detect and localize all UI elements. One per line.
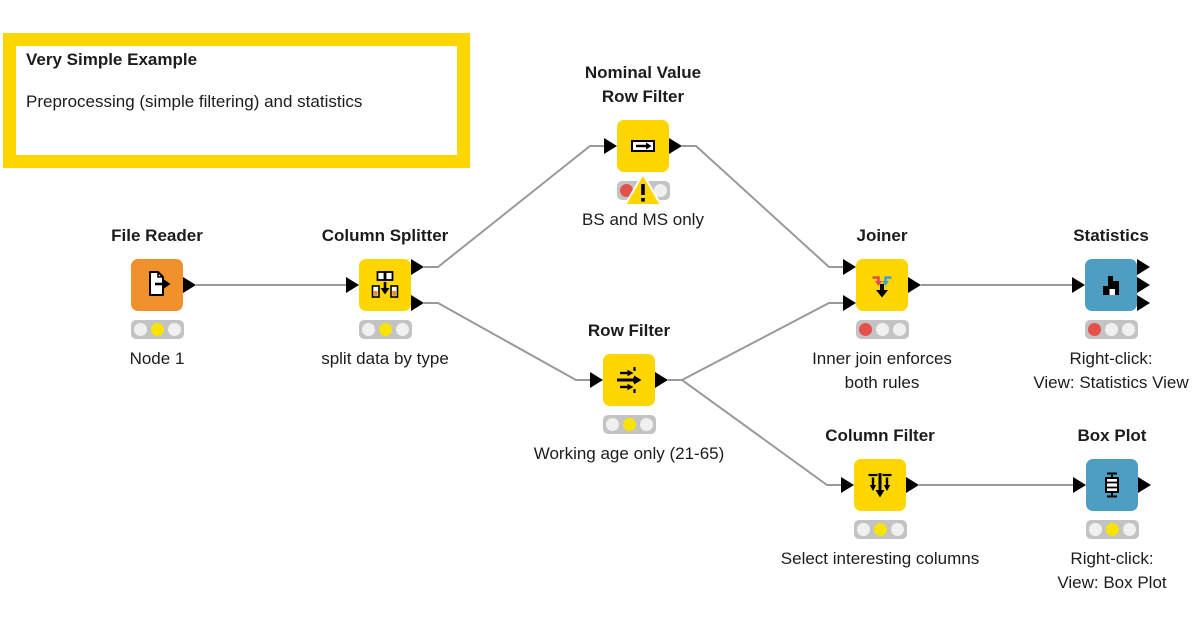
row-filter-icon[interactable] xyxy=(603,354,655,406)
light-dot xyxy=(1104,323,1118,336)
traffic-light xyxy=(855,320,909,339)
node-title: Nominal Value Row Filter xyxy=(584,63,702,106)
node-box-plot[interactable]: Box Plot Right-click: View: Box Plot xyxy=(992,399,1200,595)
node-label: Select interesting columns xyxy=(780,549,980,568)
output-port[interactable] xyxy=(1137,259,1150,275)
input-port[interactable] xyxy=(590,372,603,388)
input-port[interactable] xyxy=(604,138,617,154)
node-row-filter[interactable]: Row Filter Working age only (21-65) xyxy=(509,294,749,466)
node-title: Joiner xyxy=(856,226,908,245)
light-dot xyxy=(873,523,887,536)
annotation-body: Preprocessing (simple filtering) and sta… xyxy=(26,92,363,111)
filter-arrows-right-icon xyxy=(617,367,642,393)
node-label: Right-click: View: Box Plot xyxy=(1057,549,1167,592)
node-file-reader[interactable]: File Reader Node 1 xyxy=(37,199,277,371)
light-dot xyxy=(619,184,633,197)
connection-column-splitter-nominal-value-row-filter[interactable] xyxy=(424,145,604,268)
node-label: Working age only (21-65) xyxy=(533,444,725,463)
boxplot-glyph-icon xyxy=(1105,472,1119,498)
light-dot xyxy=(605,418,619,431)
joiner-icon[interactable] xyxy=(856,259,908,311)
node-label: split data by type xyxy=(321,349,449,368)
traffic-light xyxy=(1085,520,1139,539)
light-dot xyxy=(378,323,392,336)
file-reader-icon[interactable] xyxy=(131,259,183,311)
node-column-filter[interactable]: Column Filter Select interesting columns xyxy=(760,399,1000,571)
light-dot xyxy=(167,323,181,336)
connection-column-splitter-row-filter[interactable] xyxy=(424,302,590,381)
output-port[interactable] xyxy=(1137,277,1150,293)
output-port[interactable] xyxy=(411,259,424,275)
light-dot xyxy=(858,323,872,336)
output-port[interactable] xyxy=(655,372,668,388)
light-dot xyxy=(1088,523,1102,536)
light-dot xyxy=(361,323,375,336)
light-dot xyxy=(395,323,409,336)
traffic-light xyxy=(130,320,184,339)
box-plot-icon[interactable] xyxy=(1086,459,1138,511)
light-dot xyxy=(890,523,904,536)
column-splitter-icon[interactable] xyxy=(359,259,411,311)
output-port[interactable] xyxy=(1138,477,1151,493)
output-port[interactable] xyxy=(669,138,682,154)
node-label: BS and MS only xyxy=(582,210,704,229)
split-columns-icon xyxy=(371,271,399,298)
input-port[interactable] xyxy=(346,277,359,293)
node-title: Column Splitter xyxy=(321,226,449,245)
light-dot xyxy=(1121,323,1135,336)
light-dot xyxy=(875,323,889,336)
input-port[interactable] xyxy=(1073,477,1086,493)
traffic-light xyxy=(853,520,907,539)
node-label: Inner join enforces both rules xyxy=(812,349,952,392)
annotation-title: Very Simple Example xyxy=(26,50,198,69)
output-port[interactable] xyxy=(1137,295,1150,311)
node-title: Column Filter xyxy=(825,426,935,445)
connection-row-filter-column-filter[interactable] xyxy=(668,379,841,486)
filter-arrows-down-icon xyxy=(868,473,892,498)
node-title: Row Filter xyxy=(587,321,671,340)
input-port[interactable] xyxy=(843,259,856,275)
input-port[interactable] xyxy=(1072,277,1085,293)
histogram-icon xyxy=(1103,276,1119,295)
row-filter-nominal-icon[interactable] xyxy=(617,120,669,172)
light-dot xyxy=(653,184,667,197)
traffic-light xyxy=(358,320,412,339)
input-port[interactable] xyxy=(841,477,854,493)
output-port[interactable] xyxy=(183,277,196,293)
document-arrow-icon xyxy=(149,271,171,296)
output-port[interactable] xyxy=(908,277,921,293)
light-dot xyxy=(639,418,653,431)
node-label: Right-click: View: Statistics View xyxy=(1033,349,1189,392)
node-nominal-value-row-filter[interactable]: Nominal Value Row Filter BS and MS only xyxy=(523,60,763,232)
traffic-light xyxy=(602,415,656,434)
traffic-light xyxy=(616,172,670,206)
input-port[interactable] xyxy=(843,295,856,311)
traffic-light xyxy=(1084,320,1138,339)
light-dot xyxy=(1122,523,1136,536)
output-port[interactable] xyxy=(906,477,919,493)
node-column-splitter[interactable]: Column Splitter split data by type xyxy=(265,199,505,371)
column-filter-icon[interactable] xyxy=(854,459,906,511)
workflow-annotation[interactable]: Very Simple Example Preprocessing (simpl… xyxy=(3,33,470,168)
light-dot xyxy=(856,523,870,536)
node-statistics[interactable]: Statistics Right-click: View: Statistics… xyxy=(991,199,1200,395)
light-dot xyxy=(1105,523,1119,536)
light-dot xyxy=(622,418,636,431)
row-arrow-icon xyxy=(631,140,655,152)
light-dot xyxy=(150,323,164,336)
node-label: Node 1 xyxy=(129,349,185,368)
warning-icon xyxy=(623,172,663,206)
merge-arrows-icon xyxy=(872,276,892,298)
node-title: Statistics xyxy=(1073,226,1149,245)
node-title: Box Plot xyxy=(1077,426,1147,445)
light-dot xyxy=(133,323,147,336)
output-port[interactable] xyxy=(411,295,424,311)
node-joiner[interactable]: Joiner Inner join enforces both rules xyxy=(762,199,1002,395)
connection-nominal-value-row-filter-joiner[interactable] xyxy=(682,145,843,268)
light-dot xyxy=(1087,323,1101,336)
light-dot xyxy=(892,323,906,336)
node-title: File Reader xyxy=(111,226,203,245)
statistics-icon[interactable] xyxy=(1085,259,1137,311)
